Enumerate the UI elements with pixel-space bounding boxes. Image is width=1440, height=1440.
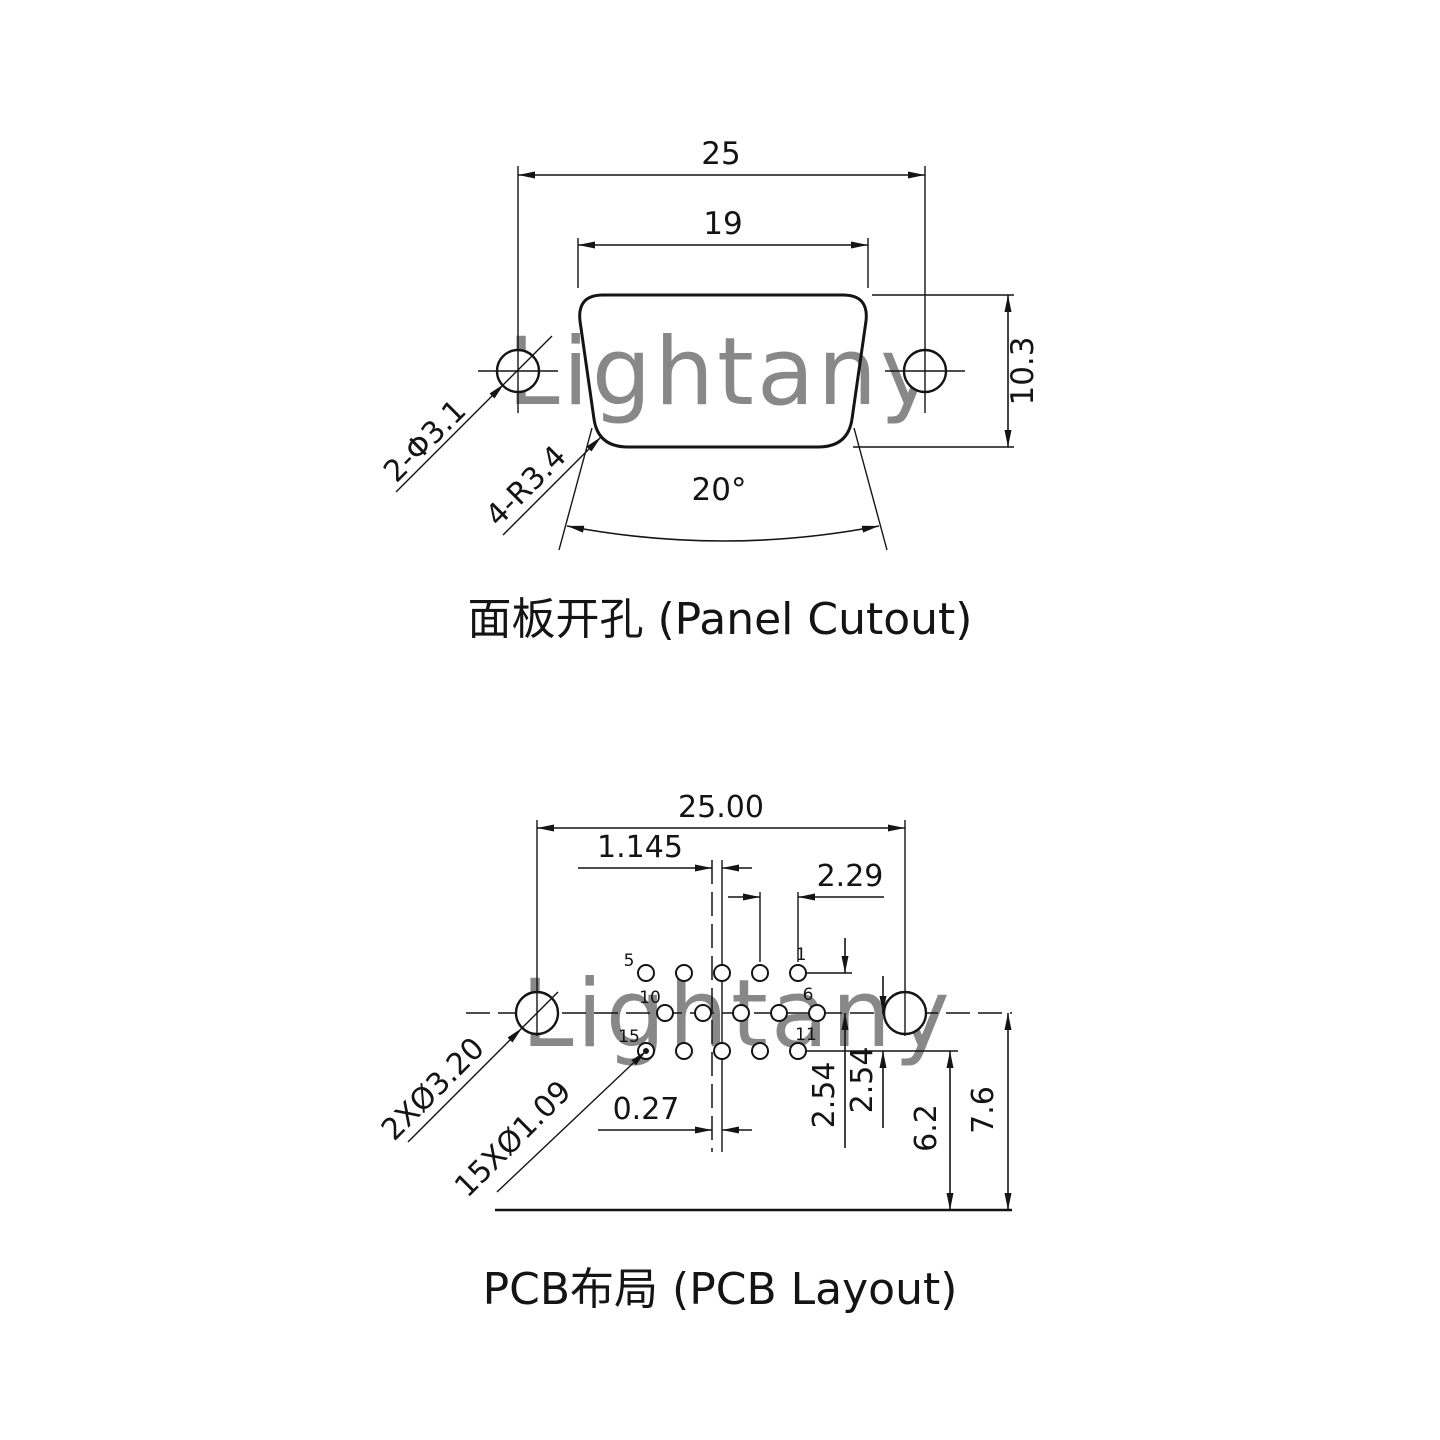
pin-hole	[770, 1004, 788, 1022]
dim-panel-width-outer: 25	[518, 136, 925, 179]
dim-pcb-row-gap-1-value: 2.54	[807, 1062, 842, 1129]
pin-hole	[751, 964, 769, 982]
dim-panel-angle-value: 20°	[692, 472, 747, 508]
pin-label-1: 1	[796, 945, 807, 965]
dim-pcb-depth-outer-value: 7.6	[966, 1086, 1001, 1134]
pin-hole	[694, 1004, 712, 1022]
pin-label-15: 15	[618, 1027, 640, 1047]
label-panel-holes-value: 2-Φ3.1	[377, 393, 473, 489]
dim-pcb-row-gap-1: 2.54	[806, 938, 852, 1148]
pin-hole	[675, 964, 693, 982]
dim-pcb-depth-inner: 6.2	[909, 1051, 954, 1210]
pin-hole	[713, 964, 731, 982]
dim-pcb-row-gap-2-value: 2.54	[845, 1047, 880, 1114]
dim-pcb-pin-pitch: 2.29	[728, 859, 884, 962]
dim-panel-width-inner-value: 19	[703, 206, 742, 242]
label-panel-radius-value: 4-R3.4	[479, 439, 573, 533]
dim-pcb-pin-pitch-value: 2.29	[817, 859, 884, 894]
dim-panel-width-inner: 19	[577, 206, 869, 288]
dim-pcb-center-offset: 0.27	[598, 1092, 752, 1134]
dim-panel-angle: 20°	[558, 427, 888, 551]
pin-hole	[789, 964, 807, 982]
dim-pcb-row-offset: 1.145	[578, 830, 752, 872]
pin-hole	[789, 1042, 807, 1060]
pin-label-6: 6	[803, 985, 814, 1005]
dim-pcb-center-offset-value: 0.27	[613, 1092, 680, 1127]
pin-hole	[808, 1004, 826, 1022]
dim-panel-width-outer-value: 25	[701, 136, 740, 172]
pin-hole	[713, 1042, 731, 1060]
dim-pcb-depth-inner-value: 6.2	[909, 1104, 944, 1152]
dim-pcb-row-offset-value: 1.145	[597, 830, 683, 865]
label-pcb-pin-holes-value: 15XØ1.09	[448, 1074, 578, 1204]
dim-pcb-hole-span: 25.00	[537, 790, 905, 832]
pin-hole	[732, 1004, 750, 1022]
pin-row-top	[637, 964, 807, 982]
label-pcb-mount-holes-value: 2XØ3.20	[375, 1031, 492, 1148]
pcb-layout-title: PCB布局 (PCB Layout)	[483, 1264, 958, 1315]
pin-row-middle	[656, 1004, 826, 1022]
pin-hole	[656, 1004, 674, 1022]
pcb-layout-drawing: 5 1 10 6 15 11 25.00 1.145 2.29 0.	[375, 790, 1012, 1315]
pin-label-5: 5	[624, 951, 635, 971]
pin-hole	[637, 964, 655, 982]
label-panel-radius: 4-R3.4	[479, 436, 602, 536]
dim-panel-height-value: 10.3	[1005, 336, 1041, 405]
pin-hole	[675, 1042, 693, 1060]
dsub-cutout-outline	[578, 293, 868, 449]
pin-label-10: 10	[639, 988, 661, 1008]
dim-pcb-hole-span-value: 25.00	[678, 790, 764, 825]
pin-label-11: 11	[795, 1025, 817, 1045]
pin-15-center-dot	[643, 1048, 649, 1054]
panel-cutout-title: 面板开孔 (Panel Cutout)	[468, 594, 973, 645]
dim-pcb-row-gap-2: 2.54	[806, 976, 958, 1128]
watermark-top: Lightany	[507, 318, 938, 427]
dim-pcb-depth-outer: 7.6	[966, 1013, 1012, 1210]
dim-panel-height: 10.3	[853, 294, 1041, 448]
pin-hole	[751, 1042, 769, 1060]
